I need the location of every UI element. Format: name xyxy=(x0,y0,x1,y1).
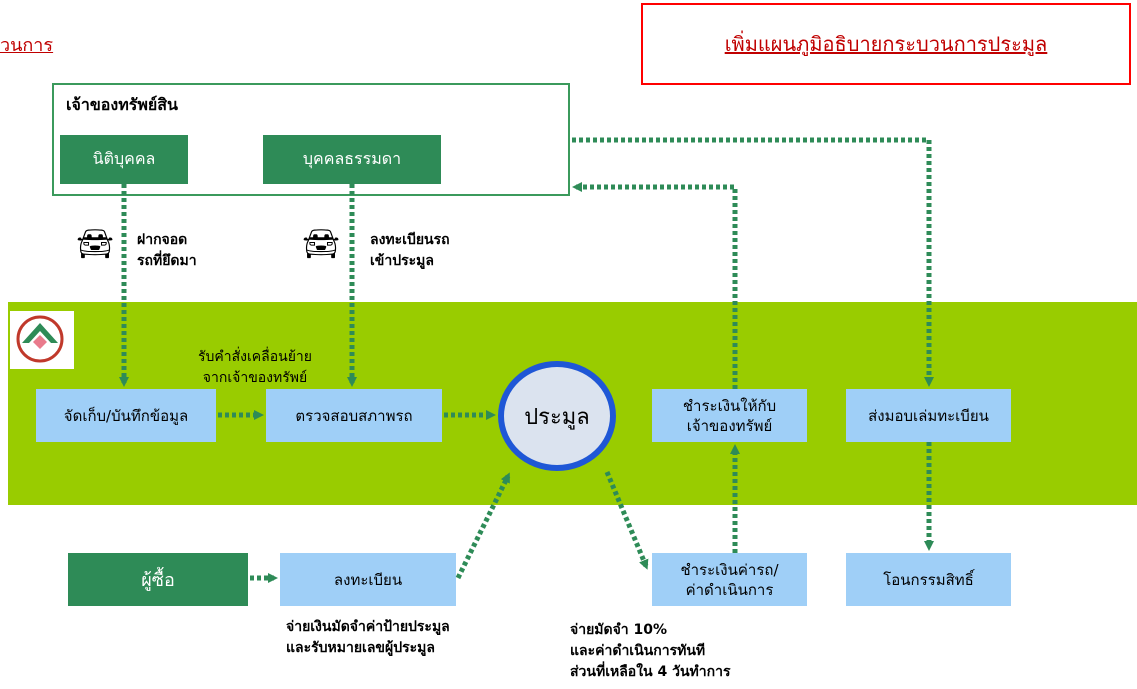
pay-owner-line: เจ้าของทรัพย์ xyxy=(686,416,773,435)
pay-car-line: ชำระเงินค่ารถ/ xyxy=(680,560,779,579)
pay-owner-box: ชำระเงินให้กับ เจ้าของทรัพย์ xyxy=(652,389,807,442)
pay-owner-line: ชำระเงินให้กับ xyxy=(682,396,777,415)
payment-terms-label-line: และค่าดำเนินการทันที xyxy=(570,643,706,659)
edge-owner-to-deliver xyxy=(572,137,934,387)
register-car-label: ลงทะเบียนรถ เข้าประมูล xyxy=(370,230,450,272)
move-order-label: รับคำสั่งเคลื่อนย้าย จากเจ้าของทรัพย์ xyxy=(175,347,335,389)
store-record-box: จัดเก็บ/บันทึกข้อมูล xyxy=(36,389,216,442)
deliver-registration-box: ส่งมอบเล่มทะเบียน xyxy=(846,389,1011,442)
deposit-fee-label-line: และรับหมายเลขผู้ประมูล xyxy=(286,640,435,656)
transfer-ownership-box: โอนกรรมสิทธิ์ xyxy=(846,553,1011,606)
buyer-box: ผู้ซื้อ xyxy=(68,553,248,606)
car-front-icon: 🚘︎ xyxy=(76,227,115,262)
register-car-label-line: ลงทะเบียนรถ xyxy=(370,232,450,248)
payment-terms-label-line: จ่ายมัดจำ 10% xyxy=(570,622,668,638)
payment-terms-label: จ่ายมัดจำ 10% และค่าดำเนินการทันที ส่วนท… xyxy=(570,620,730,683)
individual-person-box: บุคคลธรรมดา xyxy=(263,135,441,184)
inspect-car-box: ตรวจสอบสภาพรถ xyxy=(266,389,442,442)
edge-register-to-auction xyxy=(455,472,511,580)
company-logo xyxy=(10,311,74,369)
car-front-icon: 🚘︎ xyxy=(302,227,341,262)
deposit-label-line: ฝากจอด xyxy=(137,232,188,248)
note-text[interactable]: เพิ่มแผนภูมิอธิบายกระบวนการประมูล xyxy=(724,32,1048,56)
deposit-fee-label-line: จ่ายเงินมัดจำค่าป้ายประมูล xyxy=(286,619,450,635)
deposit-label-line: รถที่ยึดมา xyxy=(137,253,197,269)
owner-title: เจ้าของทรัพย์สิน xyxy=(66,95,178,114)
pay-car-box: ชำระเงินค่ารถ/ ค่าดำเนินการ xyxy=(652,553,807,606)
move-order-label-line: จากเจ้าของทรัพย์ xyxy=(202,370,308,386)
note-box: เพิ่มแผนภูมิอธิบายกระบวนการประมูล xyxy=(641,3,1131,85)
page-link-truncated[interactable]: วนการ xyxy=(0,35,54,56)
register-car-label-line: เข้าประมูล xyxy=(370,253,434,269)
deposit-label: ฝากจอด รถที่ยึดมา xyxy=(137,230,197,272)
payment-terms-label-line: ส่วนที่เหลือใน 4 วันทำการ xyxy=(570,664,731,680)
auction-circle: ประมูล xyxy=(498,361,616,471)
move-order-label-line: รับคำสั่งเคลื่อนย้าย xyxy=(198,349,312,365)
juristic-person-box: นิติบุคคล xyxy=(60,135,188,184)
logo-icon xyxy=(16,315,64,363)
register-box: ลงทะเบียน xyxy=(280,553,456,606)
deposit-fee-label: จ่ายเงินมัดจำค่าป้ายประมูล และรับหมายเลข… xyxy=(286,617,450,659)
pay-car-line: ค่าดำเนินการ xyxy=(685,580,774,599)
edge-payowner-to-owner xyxy=(572,182,738,389)
edge-auction-to-paycar xyxy=(604,471,649,570)
